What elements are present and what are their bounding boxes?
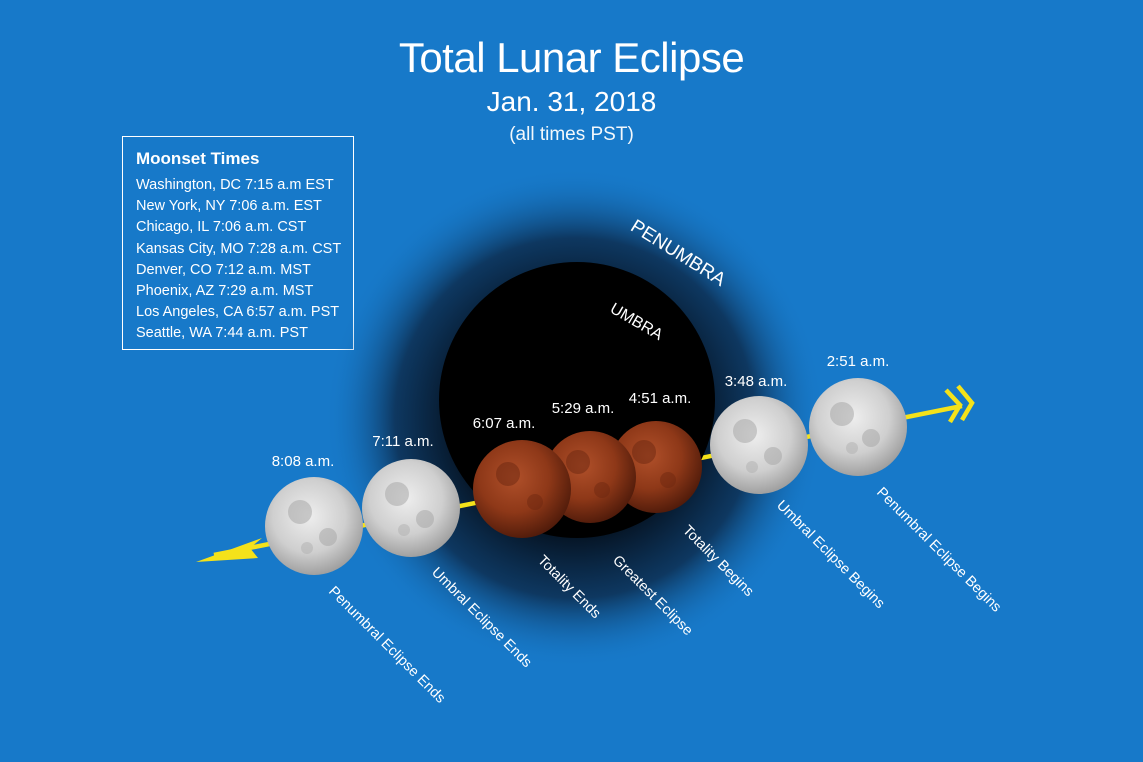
moonset-line: New York, NY 7:06 a.m. EST: [136, 198, 322, 215]
event-label: Penumbral Eclipse Begins: [873, 485, 1004, 616]
moonset-line: Seattle, WA 7:44 a.m. PST: [136, 325, 308, 342]
time-label: 2:51 a.m.: [827, 353, 890, 370]
moonset-line: Chicago, IL 7:06 a.m. CST: [136, 219, 307, 236]
moon-phase-2-51: [809, 378, 907, 476]
moonset-line: Kansas City, MO 7:28 a.m. CST: [136, 240, 342, 257]
moonset-times-box: Moonset Times Washington, DC 7:15 a.m ES…: [122, 136, 354, 350]
arrow-fletch-icon: [944, 388, 963, 424]
arrow-head-icon: [196, 538, 262, 562]
moon-phase-7-11: [362, 459, 460, 557]
moonset-line: Los Angeles, CA 6:57 a.m. PST: [136, 304, 340, 321]
time-label: 3:48 a.m.: [725, 373, 788, 390]
eclipse-date: Jan. 31, 2018: [486, 86, 657, 117]
time-label: 7:11 a.m.: [372, 433, 433, 450]
time-label: 4:51 a.m.: [629, 390, 692, 407]
time-label: 8:08 a.m.: [272, 453, 335, 470]
moon-phase-8-08: [265, 477, 363, 575]
time-label: 5:29 a.m.: [552, 400, 615, 417]
moonset-line: Washington, DC 7:15 a.m EST: [136, 177, 334, 193]
page-title: Total Lunar Eclipse: [398, 34, 745, 81]
event-label: Umbral Eclipse Begins: [773, 498, 887, 612]
time-label: 6:07 a.m.: [473, 415, 536, 432]
timezone-note: (all times PST): [509, 124, 634, 145]
moon-phase-3-48: [710, 396, 808, 494]
moonset-line: Phoenix, AZ 7:29 a.m. MST: [136, 283, 314, 300]
moon-phase-6-07: [473, 440, 571, 538]
moonset-heading: Moonset Times: [136, 149, 260, 168]
moonset-line: Denver, CO 7:12 a.m. MST: [136, 261, 311, 278]
